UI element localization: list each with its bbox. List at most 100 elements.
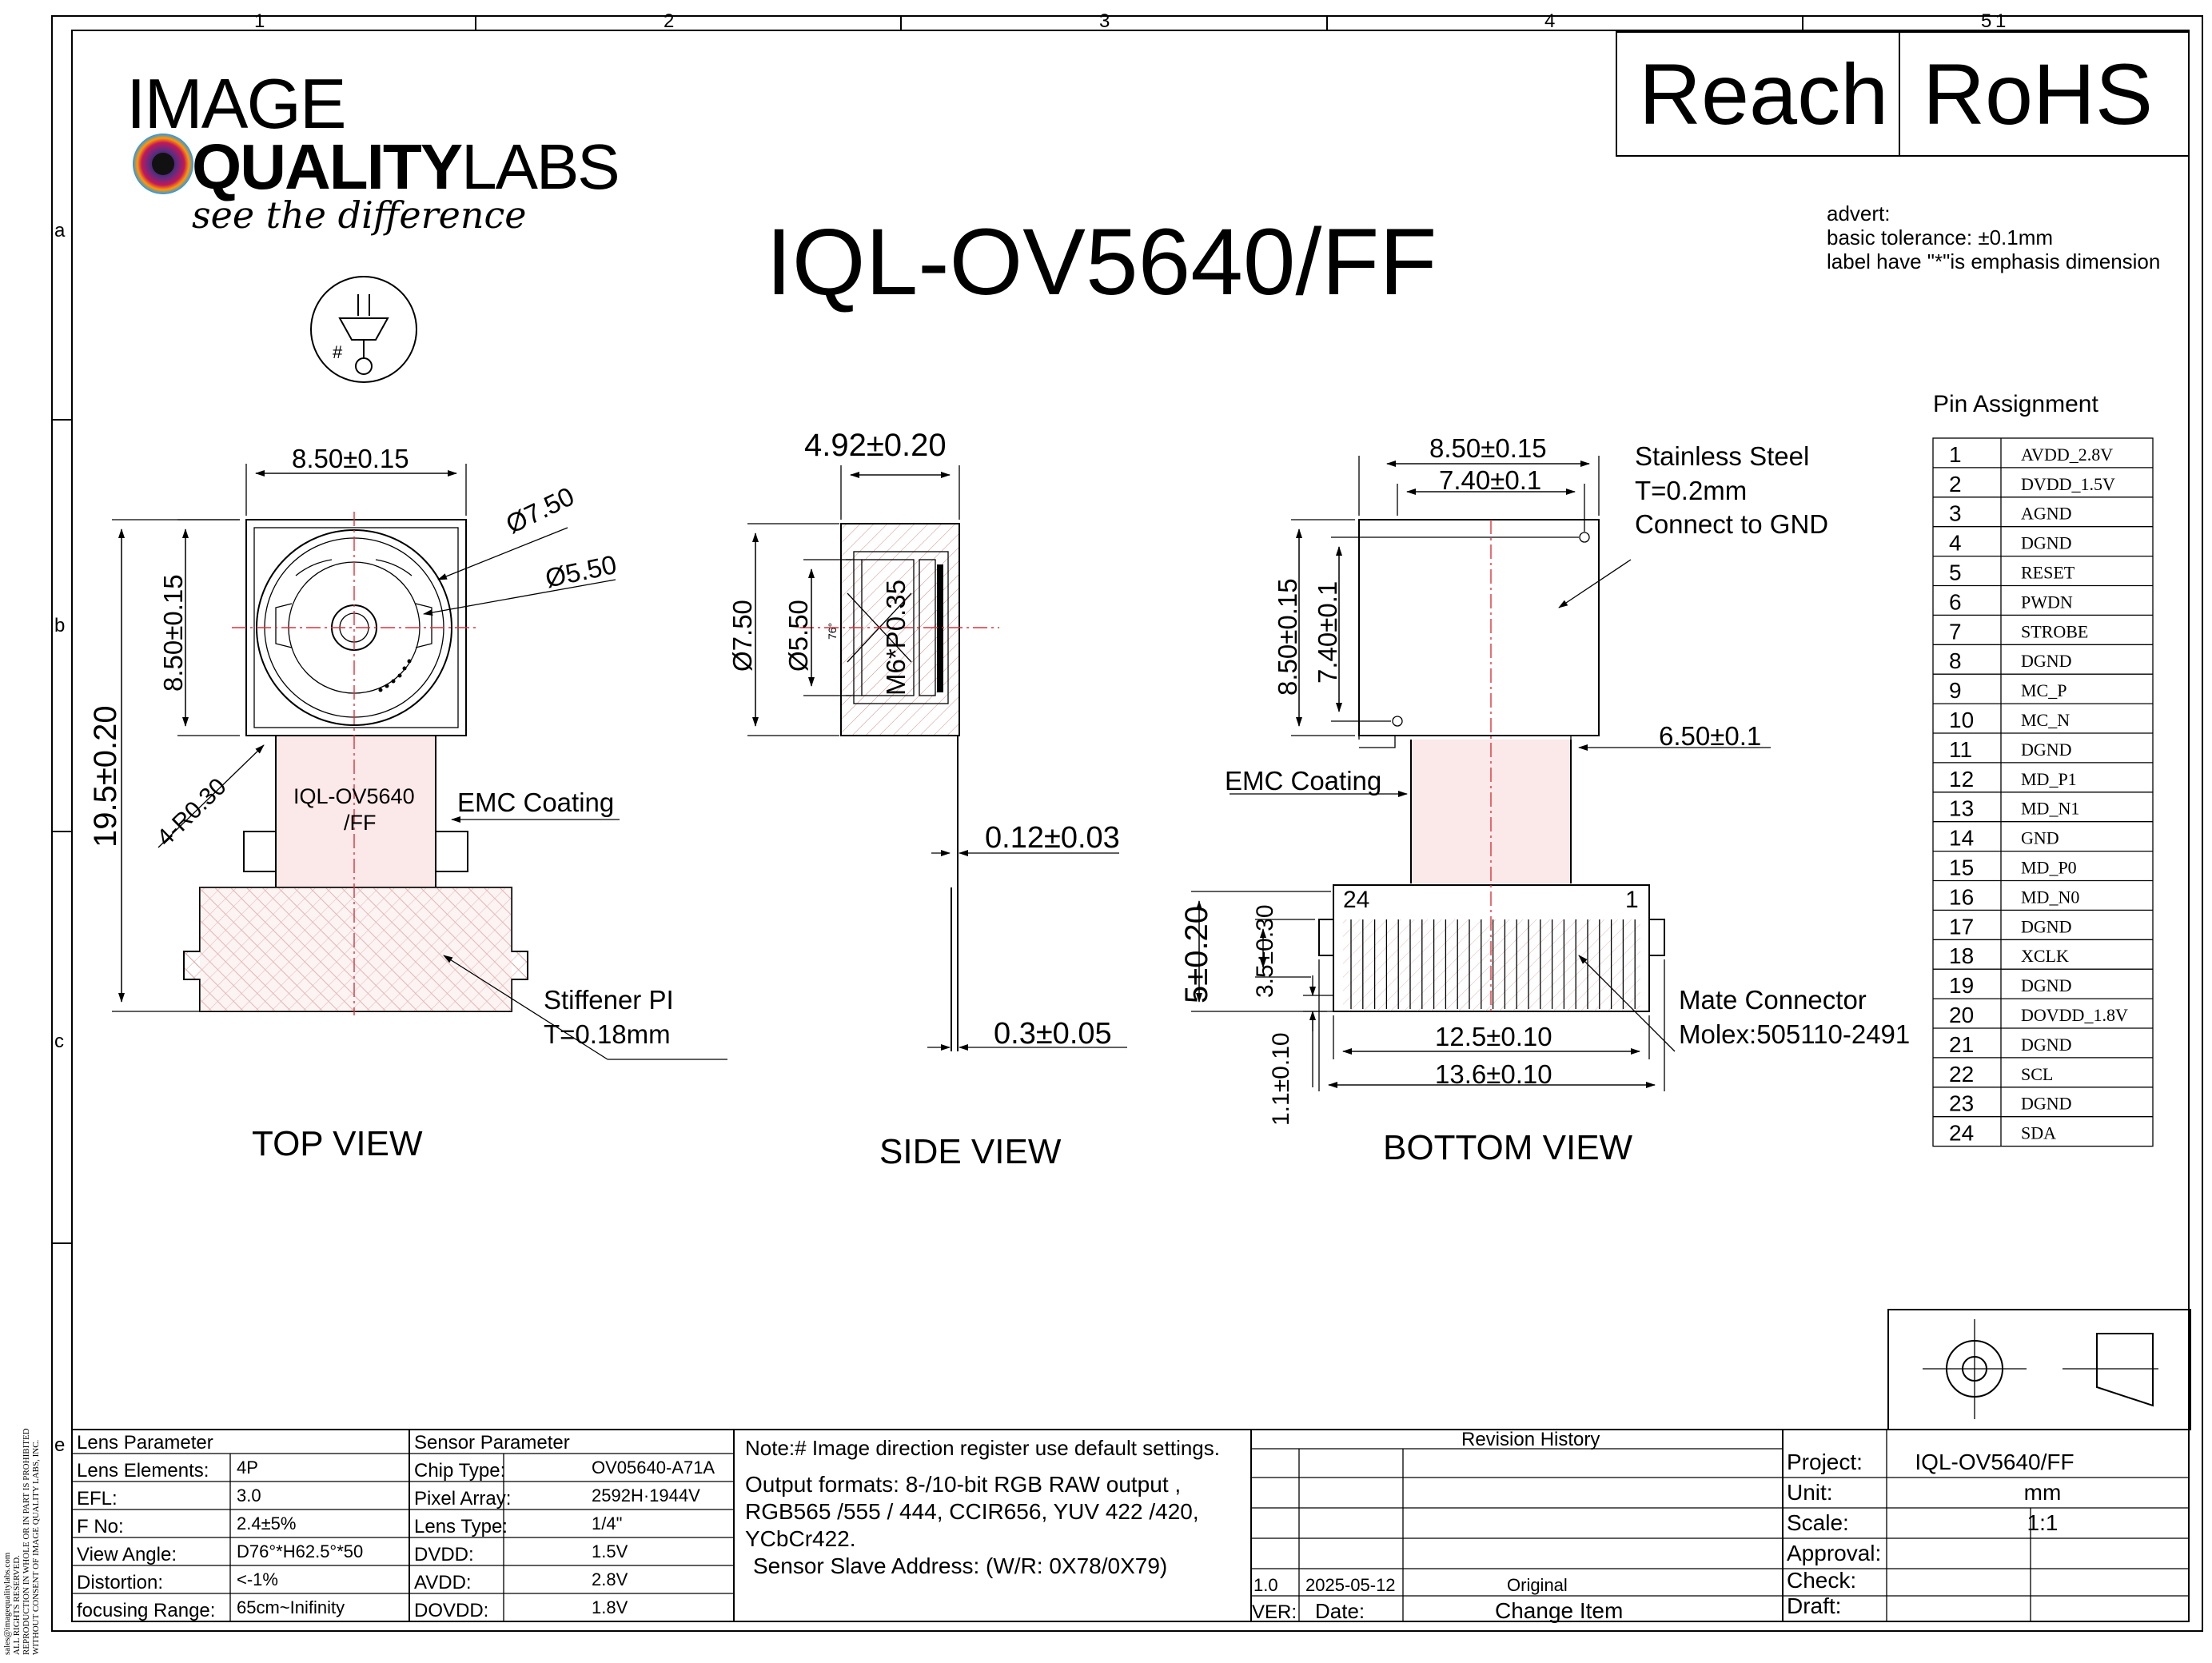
pin-number: 8 xyxy=(1949,648,1962,673)
pin-signal: STROBE xyxy=(2021,621,2088,641)
bottom-view-title: BOTTOM VIEW xyxy=(1383,1128,1633,1167)
pin-number: 20 xyxy=(1949,1003,1974,1027)
bottom-view: 8.50±0.15 7.40±0.1 8.50±0.15 7.40±0.1 6.… xyxy=(1179,433,1910,1167)
revision-header-date: Date: xyxy=(1315,1599,1365,1623)
sensor-label: Pixel Array: xyxy=(414,1488,511,1509)
pin-number: 18 xyxy=(1949,943,1974,968)
lens-label: View Angle: xyxy=(77,1544,177,1565)
note-line-1: advert: xyxy=(1827,201,1891,225)
lens-value: D76°*H62.5°*50 xyxy=(237,1541,363,1561)
side-dia-outer: Ø7.50 xyxy=(727,600,757,672)
top-stiffener-line1: Stiffener PI xyxy=(544,985,674,1015)
grid-col-5: 5 xyxy=(1981,10,1991,32)
bottom-dim-outer-v: 8.50±0.15 xyxy=(1273,578,1302,696)
pin-signal: DGND xyxy=(2021,740,2072,760)
grid-labels: 1 2 3 4 5 1 a b c e xyxy=(54,10,2006,1456)
project-label: Draft: xyxy=(1787,1593,1841,1618)
side-strip-line-1: sales@imagequalitylabs.com xyxy=(2,1552,12,1655)
project-value: 1:1 xyxy=(2027,1510,2059,1535)
revision-ver: 1.0 xyxy=(1253,1575,1278,1595)
project-value: IQL-OV5640/FF xyxy=(1915,1450,2074,1474)
side-view-title: SIDE VIEW xyxy=(879,1132,1062,1171)
logo-tagline: see the difference xyxy=(192,193,526,237)
top-view: 8.50±0.15 8.50±0.15 19.5±0.20 Ø7.50 Ø5.5… xyxy=(88,444,727,1163)
side-strip-line-3: REPRODUCTION IN WHOLE OR IN PART IS PROH… xyxy=(22,1428,31,1655)
pin-number: 1 xyxy=(1949,442,1962,467)
orientation-mark-icon: # xyxy=(310,276,417,383)
pin-assignment-title: Pin Assignment xyxy=(1933,391,2098,417)
lens-value: 65cm~Inifinity xyxy=(237,1597,345,1617)
bottom-dim-35: 3.5±0.30 xyxy=(1252,904,1278,998)
project-label: Approval: xyxy=(1787,1541,1881,1565)
output-line-1: Output formats: 8-/10-bit RGB RAW output… xyxy=(745,1472,1181,1497)
pin-signal: DGND xyxy=(2021,651,2072,671)
svg-text:QUALITYLABS: QUALITYLABS xyxy=(192,131,619,202)
certification-box: Reach RoHS xyxy=(1616,31,2190,157)
pin-number: 22 xyxy=(1949,1062,1974,1087)
side-strip-line-2: ALL RIGHTS RESERVED. xyxy=(12,1555,22,1655)
pin-number: 9 xyxy=(1949,678,1962,703)
pin-number: 19 xyxy=(1949,973,1974,998)
pin-number: 16 xyxy=(1949,884,1974,909)
bottom-dim-outer: 8.50±0.15 xyxy=(1429,433,1547,463)
sensor-label: Chip Type: xyxy=(414,1460,505,1482)
pin-number: 5 xyxy=(1949,560,1962,585)
pin-number: 4 xyxy=(1949,531,1962,556)
sensor-label: AVDD: xyxy=(414,1572,472,1593)
grid-row-c: c xyxy=(54,1031,64,1052)
lens-label: F No: xyxy=(77,1516,124,1537)
grid-col-2: 2 xyxy=(664,10,674,32)
top-dim-total: 19.5±0.20 xyxy=(88,705,123,847)
top-dia-inner: Ø5.50 xyxy=(543,549,620,593)
pin-signal: SDA xyxy=(2021,1123,2056,1143)
pin-number: 23 xyxy=(1949,1091,1974,1116)
logo-line2-bold: QUALITY xyxy=(192,131,463,202)
sensor-value: 2592H·1944V xyxy=(592,1486,700,1505)
lens-label: EFL: xyxy=(77,1488,118,1509)
lens-value: 2.4±5% xyxy=(237,1513,296,1533)
pin-signal: SCL xyxy=(2021,1064,2053,1084)
pin-signal: DGND xyxy=(2021,975,2072,995)
pin-signal: RESET xyxy=(2021,563,2075,583)
pin-number: 6 xyxy=(1949,589,1962,614)
note-text: Note:# Image direction register use defa… xyxy=(745,1436,1220,1460)
grid-row-e: e xyxy=(54,1434,65,1456)
drawing-title: IQL-OV5640/FF xyxy=(766,209,1437,315)
pin-signal: DVDD_1.5V xyxy=(2021,474,2115,494)
lens-title: Lens Parameter xyxy=(77,1432,213,1454)
project-label: Check: xyxy=(1787,1568,1856,1593)
pin-number: 7 xyxy=(1949,619,1962,644)
pin-number: 3 xyxy=(1949,501,1962,526)
sensor-label: DOVDD: xyxy=(414,1600,488,1621)
lens-value: 4P xyxy=(237,1458,258,1478)
pin-number: 24 xyxy=(1949,1121,1974,1146)
pin-number: 2 xyxy=(1949,472,1962,497)
pin-signal: PWDN xyxy=(2021,592,2073,612)
sensor-label: DVDD: xyxy=(414,1544,474,1565)
pin-number: 11 xyxy=(1949,737,1972,762)
bottom-steel-line2: T=0.2mm xyxy=(1635,476,1747,505)
pin-signal: DGND xyxy=(2021,1035,2072,1055)
grid-row-b: b xyxy=(54,615,65,636)
revision-date: 2025-05-12 xyxy=(1305,1575,1396,1595)
side-thread: M6*P0.35 xyxy=(881,580,911,696)
pin-number: 12 xyxy=(1949,767,1974,792)
pin-number: 17 xyxy=(1949,914,1974,939)
pin-signal: MC_P xyxy=(2021,680,2067,700)
lens-value: 3.0 xyxy=(237,1486,261,1505)
revision-header-ver: VER: xyxy=(1252,1601,1297,1623)
bottom-pin-left: 24 xyxy=(1343,887,1369,913)
top-stiffener-line2: T=0.18mm xyxy=(544,1019,671,1049)
slave-address: Sensor Slave Address: (W/R: 0X78/0X79) xyxy=(753,1553,1167,1578)
lens-label: Distortion: xyxy=(77,1572,163,1593)
pin-number: 21 xyxy=(1949,1032,1974,1057)
top-emc: EMC Coating xyxy=(457,788,614,817)
orientation-mark-label: # xyxy=(333,342,343,362)
grid-col-1: 1 xyxy=(254,10,265,32)
